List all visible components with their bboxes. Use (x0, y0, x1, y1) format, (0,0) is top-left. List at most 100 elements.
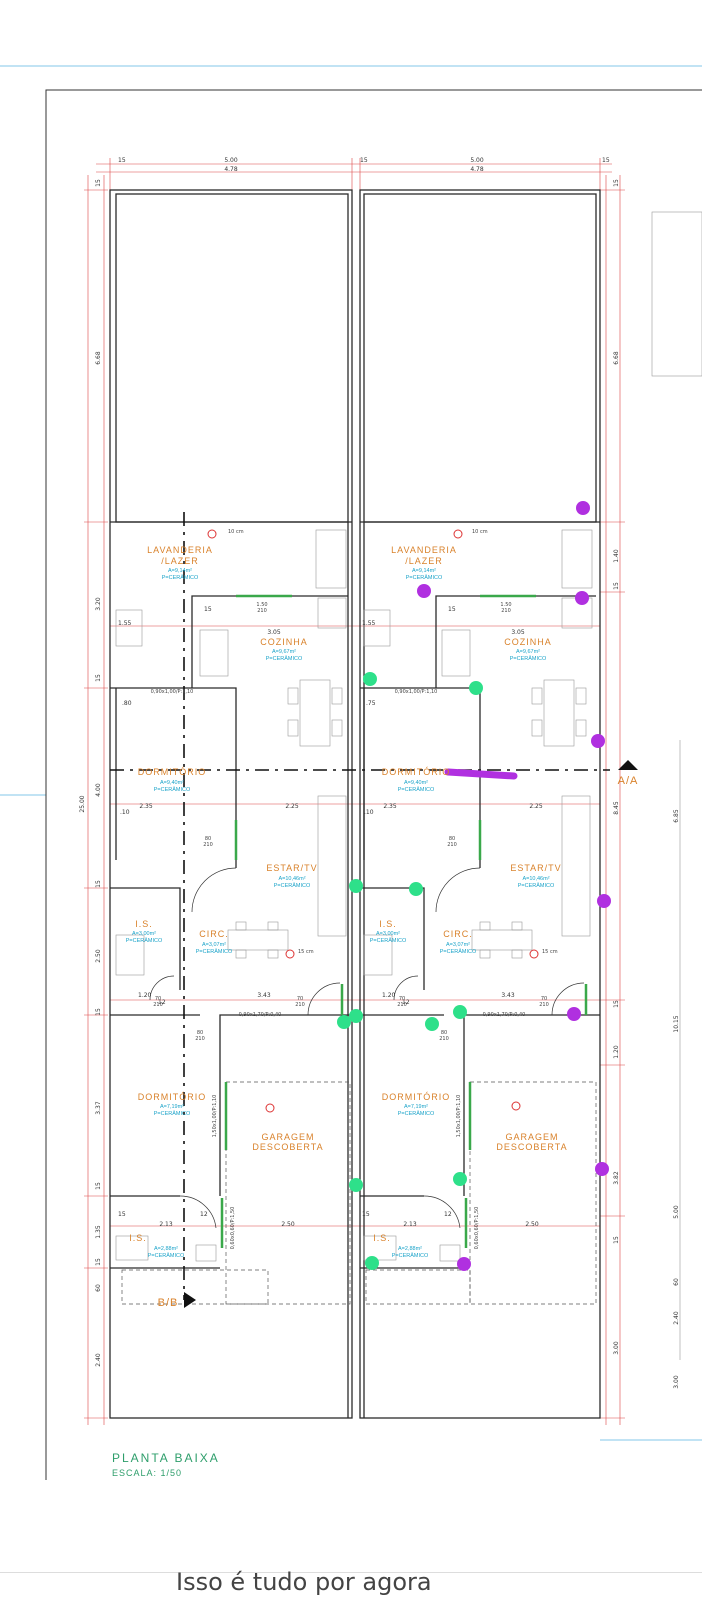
unit1-dormitorio1-area: A=9,40m² (160, 780, 184, 786)
windows (220, 594, 588, 1248)
unit1-lavanderia-area: A=9,14m² (168, 568, 192, 574)
unit1-window-lav: 1.50 (256, 602, 267, 608)
dim-left-wall_f: 60 (95, 1284, 102, 1292)
unit1-is1-label: I.S. (135, 919, 153, 929)
unit1-dormitorio1-label: DORMITÓRIO (138, 767, 207, 777)
green-annotation-marker (363, 672, 377, 686)
dim-top-offset-mid: 15 (360, 157, 368, 164)
dim-left-wall_c: 15 (95, 1008, 102, 1016)
unit1-door-circ: 70 (155, 996, 161, 1002)
green-annotation-marker (349, 1178, 363, 1192)
unit1-is1-area: A=3,00m² (132, 931, 156, 937)
dim-far-right-c: 5.00 (673, 1205, 680, 1219)
dim-far-right-b: 10.15 (673, 1015, 680, 1032)
unit2-estar-label: ESTAR/TV (510, 863, 561, 873)
unit1-lavanderia-floor: P=CERÂMICO (162, 574, 199, 581)
unit1-level-2: 15 cm (298, 949, 314, 955)
dim-right-top_wall: 15 (613, 179, 620, 187)
unit1-dim-l: 12 (200, 1211, 208, 1218)
dim-left-wall_d: 15 (95, 1182, 102, 1190)
unit1-dim-j: 1.20 (138, 992, 152, 999)
unit2-window-lav-line2: 210 (501, 608, 511, 614)
dim-right-backyard: 6.68 (613, 351, 620, 365)
highlight-mark (444, 768, 518, 780)
dim-far-right-a: 6.85 (673, 809, 680, 823)
unit2-dormitorio2-label: DORMITÓRIO (382, 1092, 451, 1102)
unit2-dim-n: 15 (362, 1211, 370, 1218)
unit2-door-dorm: 80 (449, 836, 455, 842)
walls (109, 189, 601, 1419)
unit2-door-is2-line2: 210 (539, 1002, 549, 1008)
unit1-dormitorio2-area: A=7,19m² (160, 1104, 184, 1110)
section-lines (110, 512, 610, 1300)
unit2-is2-area: A=2,88m² (398, 1246, 422, 1252)
unit2-window-dorm2: 1,50x1,00/P:1,10 (456, 1095, 462, 1138)
unit2-door-dorm2-line2: 210 (439, 1036, 449, 1042)
sheet-border (45, 89, 702, 1480)
unit1-door-dorm: 80 (205, 836, 211, 842)
unit1-window-dorm: 0,90x1,00/P:1,10 (151, 689, 194, 695)
unit2-dormitorio2-floor: P=CERÂMICO (398, 1110, 435, 1117)
green-annotation-marker (349, 879, 363, 893)
unit2-dim-m: 15 (448, 606, 456, 613)
unit1-dim-b: 3.05 (267, 629, 281, 636)
dim-left-total: 25.00 (79, 795, 86, 812)
unit2-dim-j: 1.20 (382, 992, 396, 999)
unit1-cozinha-label: COZINHA (260, 637, 308, 647)
unit2-dormitorio1-area: A=9,40m² (404, 780, 428, 786)
unit1-dim-n: 15 (118, 1211, 126, 1218)
unit2-circ-floor: P=CERÂMICO (440, 948, 477, 955)
unit2-window-circ: 0,90x1,70/P:0,40 (483, 1012, 526, 1018)
green-annotation-marker (453, 1005, 467, 1019)
unit2-door-dorm-line2: 210 (447, 842, 457, 848)
unit2-circ-label: CIRC. (443, 929, 473, 939)
unit1-garagem-label: GARAGEM (261, 1132, 314, 1142)
unit1-garagem-label-2: DESCOBERTA (252, 1142, 323, 1152)
dim-left-lav: 3.20 (95, 597, 102, 611)
unit2-door-is2: 70 (541, 996, 547, 1002)
unit2-window-dorm: 0,90x1,00/P:1,10 (395, 689, 438, 695)
unit1-circ-label: CIRC. (199, 929, 229, 939)
purple-annotation-marker (567, 1007, 581, 1021)
dim-left-top_wall: 15 (95, 179, 102, 187)
unit1-estar-floor: P=CERÂMICO (274, 882, 311, 889)
dim-top-inner-right: 4.78 (470, 166, 484, 173)
unit1-dormitorio1-floor: P=CERÂMICO (154, 786, 191, 793)
unit1-circ-floor: P=CERÂMICO (196, 948, 233, 955)
unit1-lavanderia-label: LAVANDERIA (147, 545, 213, 555)
footer-rule (0, 1572, 702, 1573)
purple-annotation-marker (417, 584, 431, 598)
unit2-circ-area: A=3,07m² (446, 942, 470, 948)
unit1-door-circ-line2: 210 (153, 1002, 163, 1008)
unit2-is1-label: I.S. (379, 919, 397, 929)
level-markers (207, 529, 539, 1113)
unit1-window-circ: 0,90x1,70/P:0,40 (239, 1012, 282, 1018)
green-annotation-marker (349, 1009, 363, 1023)
unit1-window-is2: 0,60x0,60/P:1,50 (230, 1207, 236, 1250)
unit2-cozinha-label: COZINHA (504, 637, 552, 647)
dim-left-wall_b: 15 (95, 880, 102, 888)
unit2-level-2: 15 cm (542, 949, 558, 955)
green-annotation-marker (469, 681, 483, 695)
unit2-estar-area: A=10,46m² (522, 876, 549, 882)
dim-left-front: 2.40 (95, 1353, 102, 1367)
unit1-is2-area: A=2,88m² (154, 1246, 178, 1252)
unit2-dim-f: 2.13 (403, 1221, 417, 1228)
purple-annotation-marker (595, 1162, 609, 1176)
dim-left-is2: 1.35 (95, 1225, 102, 1239)
dim-far-right-f: 3.00 (673, 1375, 680, 1389)
unit2-door-circ-line2: 210 (397, 1002, 407, 1008)
unit2-is1-area: A=3,00m² (376, 931, 400, 937)
dim-right-lav: 1.40 (613, 549, 620, 563)
unit1-estar-area: A=10,46m² (278, 876, 305, 882)
unit2-is2-label: I.S. (373, 1233, 391, 1243)
plan-title: PLANTA BAIXA (112, 1451, 220, 1465)
dim-right-front: 3.00 (613, 1341, 620, 1355)
unit2-dim-h: .75 (366, 700, 376, 707)
dim-top-total-left: 5.00 (224, 157, 238, 164)
unit2-dim-g: 2.50 (525, 1221, 539, 1228)
green-annotation-marker (409, 882, 423, 896)
unit2-lavanderia-label: LAVANDERIA (391, 545, 457, 555)
